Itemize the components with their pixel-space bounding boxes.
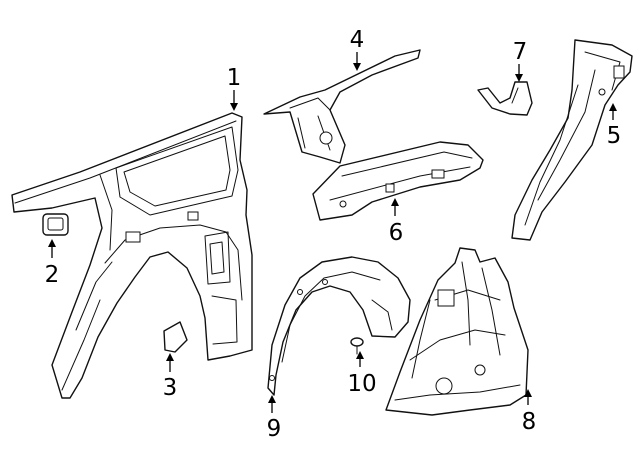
callout-1: 1 xyxy=(227,65,242,111)
part-3-cover xyxy=(163,321,188,353)
part-9-wheelhouse-liner xyxy=(267,256,411,396)
callout-9: 9 xyxy=(267,395,282,442)
part-6-rail xyxy=(312,141,484,221)
callout-number-3: 3 xyxy=(163,375,178,401)
part-10-screw xyxy=(350,337,364,355)
part-2-plug xyxy=(42,213,69,236)
callout-10: 10 xyxy=(347,351,377,397)
part-7-bracket xyxy=(477,81,533,116)
part-1-quarter-inner-panel xyxy=(11,112,253,399)
callout-number-1: 1 xyxy=(227,65,242,91)
callout-2: 2 xyxy=(45,239,60,288)
callout-7: 7 xyxy=(513,39,528,82)
callout-number-2: 2 xyxy=(45,262,60,288)
part-5-pillar-inner xyxy=(511,39,633,241)
callout-number-9: 9 xyxy=(267,416,282,442)
part-8-wheelhouse-inner xyxy=(385,247,529,416)
callout-5: 5 xyxy=(607,103,622,149)
callout-number-5: 5 xyxy=(607,123,622,149)
callout-3: 3 xyxy=(163,353,178,401)
callout-number-8: 8 xyxy=(522,409,537,435)
callout-number-7: 7 xyxy=(513,39,528,65)
callout-6: 6 xyxy=(389,198,404,246)
callout-number-6: 6 xyxy=(389,220,404,246)
callout-number-10: 10 xyxy=(347,371,376,397)
callout-4: 4 xyxy=(350,27,365,71)
callout-number-4: 4 xyxy=(350,27,365,53)
callout-8: 8 xyxy=(522,389,537,435)
part-4-upper-reinforcement xyxy=(263,49,421,164)
